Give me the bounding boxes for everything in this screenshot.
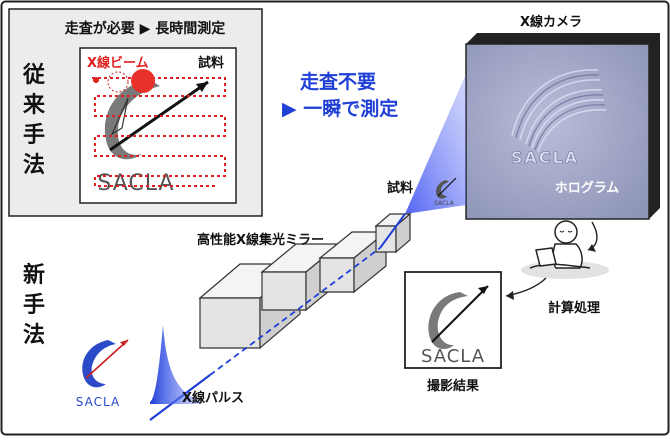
corner-logo-text: SACLA (76, 395, 120, 409)
corner-logo-swoosh (82, 340, 116, 388)
result-logo-arrowhead (478, 286, 488, 294)
pulse-label: X線パルス (182, 390, 244, 406)
conventional-side-char-3: 手 (23, 123, 45, 148)
result-panel: SACLA 撮影結果 (404, 271, 502, 394)
beam-label: X線ビーム (87, 55, 149, 71)
camera-sensor (465, 43, 650, 220)
corner-logo-arrow (85, 339, 129, 379)
camera-label: X線カメラ (520, 14, 582, 30)
new-side-char-3: 法 (23, 323, 45, 348)
laptop-icon (535, 247, 557, 267)
headline-instant: ▶ 一瞬で測定 (282, 97, 398, 120)
new-side-char-1: 新 (23, 262, 45, 288)
new-sample-label: 試料 (387, 180, 413, 196)
corner-logo-arrowhead (120, 340, 128, 346)
result-label: 撮影結果 (427, 378, 479, 394)
new-side-char-2: 手 (23, 293, 45, 318)
arrow-camera-to-compute-head (588, 244, 596, 252)
headline-no-scan: 走査不要 (300, 70, 376, 93)
beam-spot (131, 69, 155, 93)
sample-arrow-head (196, 82, 208, 92)
hologram-text: SACLA (511, 148, 579, 167)
xray-beam-dashed (209, 247, 381, 376)
person-computing (521, 220, 609, 279)
scan-logo-swoosh (104, 80, 160, 160)
conventional-side-char-4: 法 (23, 153, 45, 178)
scan-start-dot (93, 77, 99, 83)
person-eyes (559, 230, 573, 233)
tiny-sample-logo: SACLA (434, 177, 457, 207)
mirror-label: 高性能X線集光ミラー (197, 232, 324, 248)
person-head (554, 220, 578, 244)
scan-path (92, 77, 226, 187)
conventional-side-char-2: 来 (22, 93, 46, 118)
hologram-fringes (511, 69, 607, 153)
hologram-label: ホログラム (555, 180, 620, 196)
arrow-compute-to-result-head (506, 291, 514, 300)
xray-beam-focus (379, 213, 406, 249)
conventional-panel: 走査が必要 ▶ 長時間測定 従 来 手 法 SACLA X線ビーム 試料 (8, 8, 263, 217)
conventional-sample-label: 試料 (198, 55, 224, 71)
new-method-side-label: 新 手 法 (23, 262, 45, 348)
result-logo-text: SACLA (421, 346, 485, 367)
tiny-logo-arrow (437, 177, 457, 197)
xray-pulse (150, 325, 200, 404)
conventional-header: 走査が必要 ▶ 長時間測定 (65, 20, 226, 37)
mirror-assembly (198, 212, 412, 350)
compute-label: 計算処理 (548, 300, 600, 316)
conventional-side-char-1: 従 (22, 62, 45, 88)
beam-guide-circle (107, 71, 129, 93)
sample-arrow-line (109, 80, 209, 152)
corner-logo: SACLA (76, 339, 129, 409)
conventional-side-label: 従 来 手 法 (22, 62, 46, 178)
tiny-logo-text: SACLA (434, 200, 455, 207)
result-logo-arrow (431, 285, 489, 343)
scan-logo-text: SACLA (97, 171, 174, 196)
xray-camera: SACLA X線カメラ ホログラム (465, 14, 660, 220)
hologram-fringes-dark (515, 74, 606, 151)
scatter-cone (405, 74, 466, 214)
